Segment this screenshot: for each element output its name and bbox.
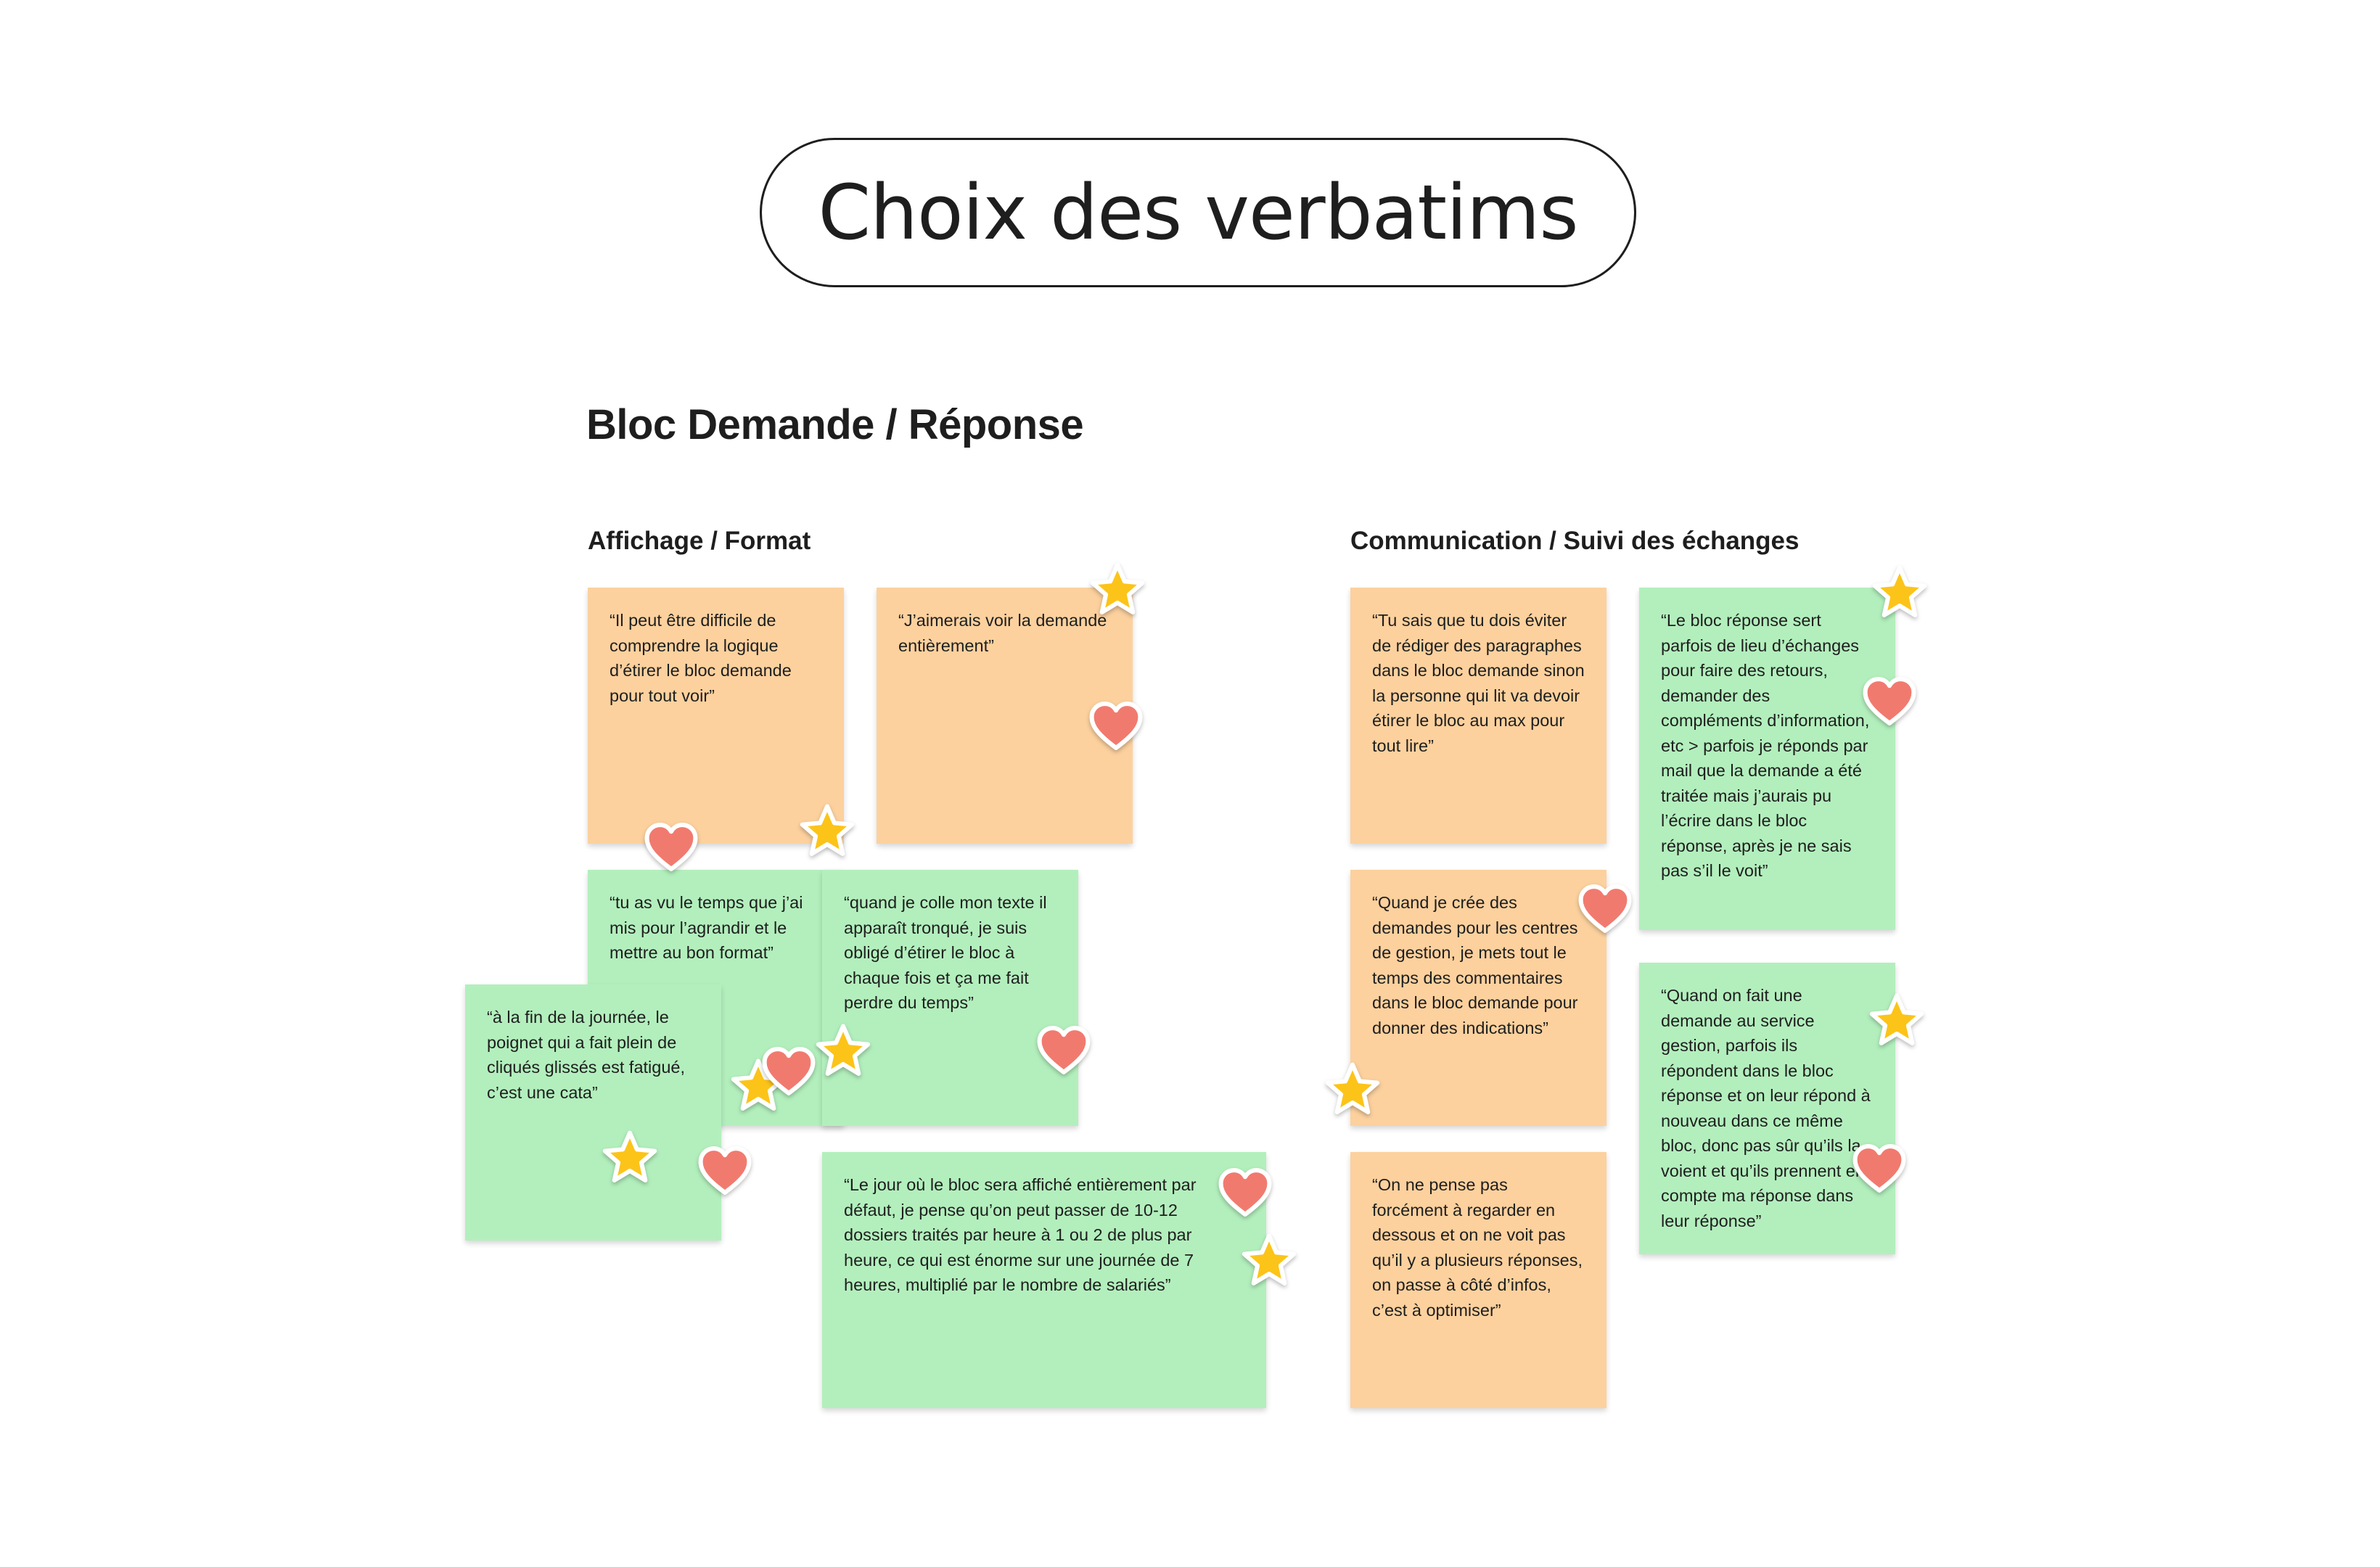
board-title-text: Choix des verbatims [818,168,1578,257]
sticky-note[interactable]: “On ne pense pas forcément à regarder en… [1350,1152,1606,1408]
heart-icon[interactable] [1036,1024,1091,1079]
sticky-note[interactable]: “Quand on fait une demande au service ge… [1639,963,1895,1254]
star-icon[interactable] [1242,1233,1297,1288]
heart-icon[interactable] [1852,1142,1907,1197]
sticky-note[interactable]: “à la fin de la journée, le poignet qui … [465,984,721,1241]
star-icon[interactable] [816,1023,871,1078]
heart-icon[interactable] [1577,882,1633,937]
column-heading-communication: Communication / Suivi des échanges [1350,527,1800,555]
sticky-note[interactable]: “Le jour où le bloc sera affiché entière… [822,1152,1266,1408]
heart-icon[interactable] [761,1045,816,1100]
sticky-note[interactable]: “Il peut être difficile de comprendre la… [588,588,844,844]
section-title: Bloc Demande / Réponse [586,401,1084,448]
sticky-note[interactable]: “Quand je crée des demandes pour les cen… [1350,870,1606,1126]
sticky-note[interactable]: “Le bloc réponse sert parfois de lieu d’… [1639,588,1895,930]
sticky-note[interactable]: “Tu sais que tu dois éviter de rédiger d… [1350,588,1606,844]
star-icon[interactable] [800,803,855,858]
star-icon[interactable] [1090,562,1145,617]
sticky-note[interactable]: “quand je colle mon texte il apparaît tr… [822,870,1078,1126]
heart-icon[interactable] [1088,699,1144,754]
heart-icon[interactable] [1218,1166,1273,1221]
star-icon[interactable] [1869,992,1924,1048]
board-title[interactable]: Choix des verbatims [760,138,1636,287]
star-icon[interactable] [1872,564,1927,620]
star-icon[interactable] [1325,1061,1380,1116]
heart-icon[interactable] [697,1144,752,1199]
star-icon[interactable] [602,1130,657,1185]
column-heading-affichage: Affichage / Format [588,527,811,555]
heart-icon[interactable] [1862,675,1917,730]
heart-icon[interactable] [644,820,699,876]
